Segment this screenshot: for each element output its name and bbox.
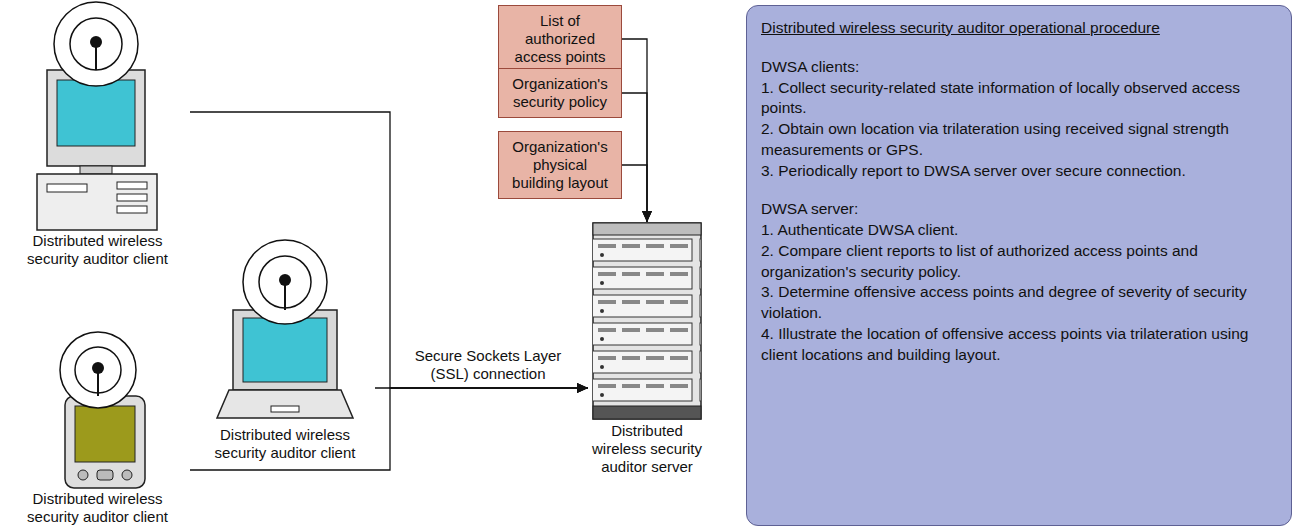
panel-heading: Distributed wireless security auditor op… [761, 18, 1277, 39]
connector-line [622, 93, 647, 222]
procedure-step: 3. Determine offensive access points and… [761, 282, 1277, 324]
arrowhead [642, 211, 652, 222]
server-device: Distributed wireless security auditor se… [588, 222, 706, 476]
device-label: Distributed wireless security auditor cl… [195, 426, 375, 462]
arrowhead [577, 383, 588, 393]
connector [622, 93, 652, 222]
section-heading: DWSA server: [761, 199, 1277, 220]
client-device: Distributed wireless security auditor cl… [195, 238, 375, 462]
box-label: Organization's security policy [505, 75, 615, 111]
procedure-step: 3. Periodically report to DWSA server ov… [761, 161, 1277, 182]
procedure-step: 4. Illustrate the location of offensive … [761, 324, 1277, 366]
procedure-step: 2. Compare client reports to list of aut… [761, 241, 1277, 283]
connector [622, 165, 652, 222]
device-label: Distributed wireless security auditor cl… [5, 490, 190, 526]
device-label: Distributed wireless security auditor cl… [5, 232, 190, 268]
input-box: Organization's security policy [498, 68, 622, 118]
laptop-computer-illustration [195, 238, 375, 426]
client-device: Distributed wireless security auditor cl… [5, 0, 190, 268]
section-heading: DWSA clients: [761, 57, 1277, 78]
arrowhead [642, 211, 652, 222]
procedure-step: 1. Collect security-related state inform… [761, 78, 1277, 120]
connection-label: Secure Sockets Layer (SSL) connection [402, 347, 574, 383]
connector-line [190, 388, 588, 470]
server-rack-illustration [588, 222, 706, 422]
arrowhead [577, 383, 588, 393]
connector [190, 383, 588, 470]
connector-line [622, 39, 647, 222]
procedure-step: 1. Authenticate DWSA client. [761, 220, 1277, 241]
procedure-panel: Distributed wireless security auditor op… [746, 5, 1292, 526]
arrowhead [642, 211, 652, 222]
input-box: Organization's physical building layout [498, 131, 622, 199]
box-label: List of authorized access points [505, 12, 615, 66]
connector [622, 39, 652, 222]
input-box: List of authorized access points [498, 5, 622, 73]
desktop-computer-illustration [5, 0, 190, 232]
client-device: Distributed wireless security auditor cl… [5, 330, 190, 526]
box-label: Organization's physical building layout [505, 138, 615, 192]
device-label: Distributed wireless security auditor se… [588, 422, 706, 476]
pda-illustration [5, 330, 190, 490]
arrowhead [577, 383, 588, 393]
procedure-step: 2. Obtain own location via trilateration… [761, 119, 1277, 161]
